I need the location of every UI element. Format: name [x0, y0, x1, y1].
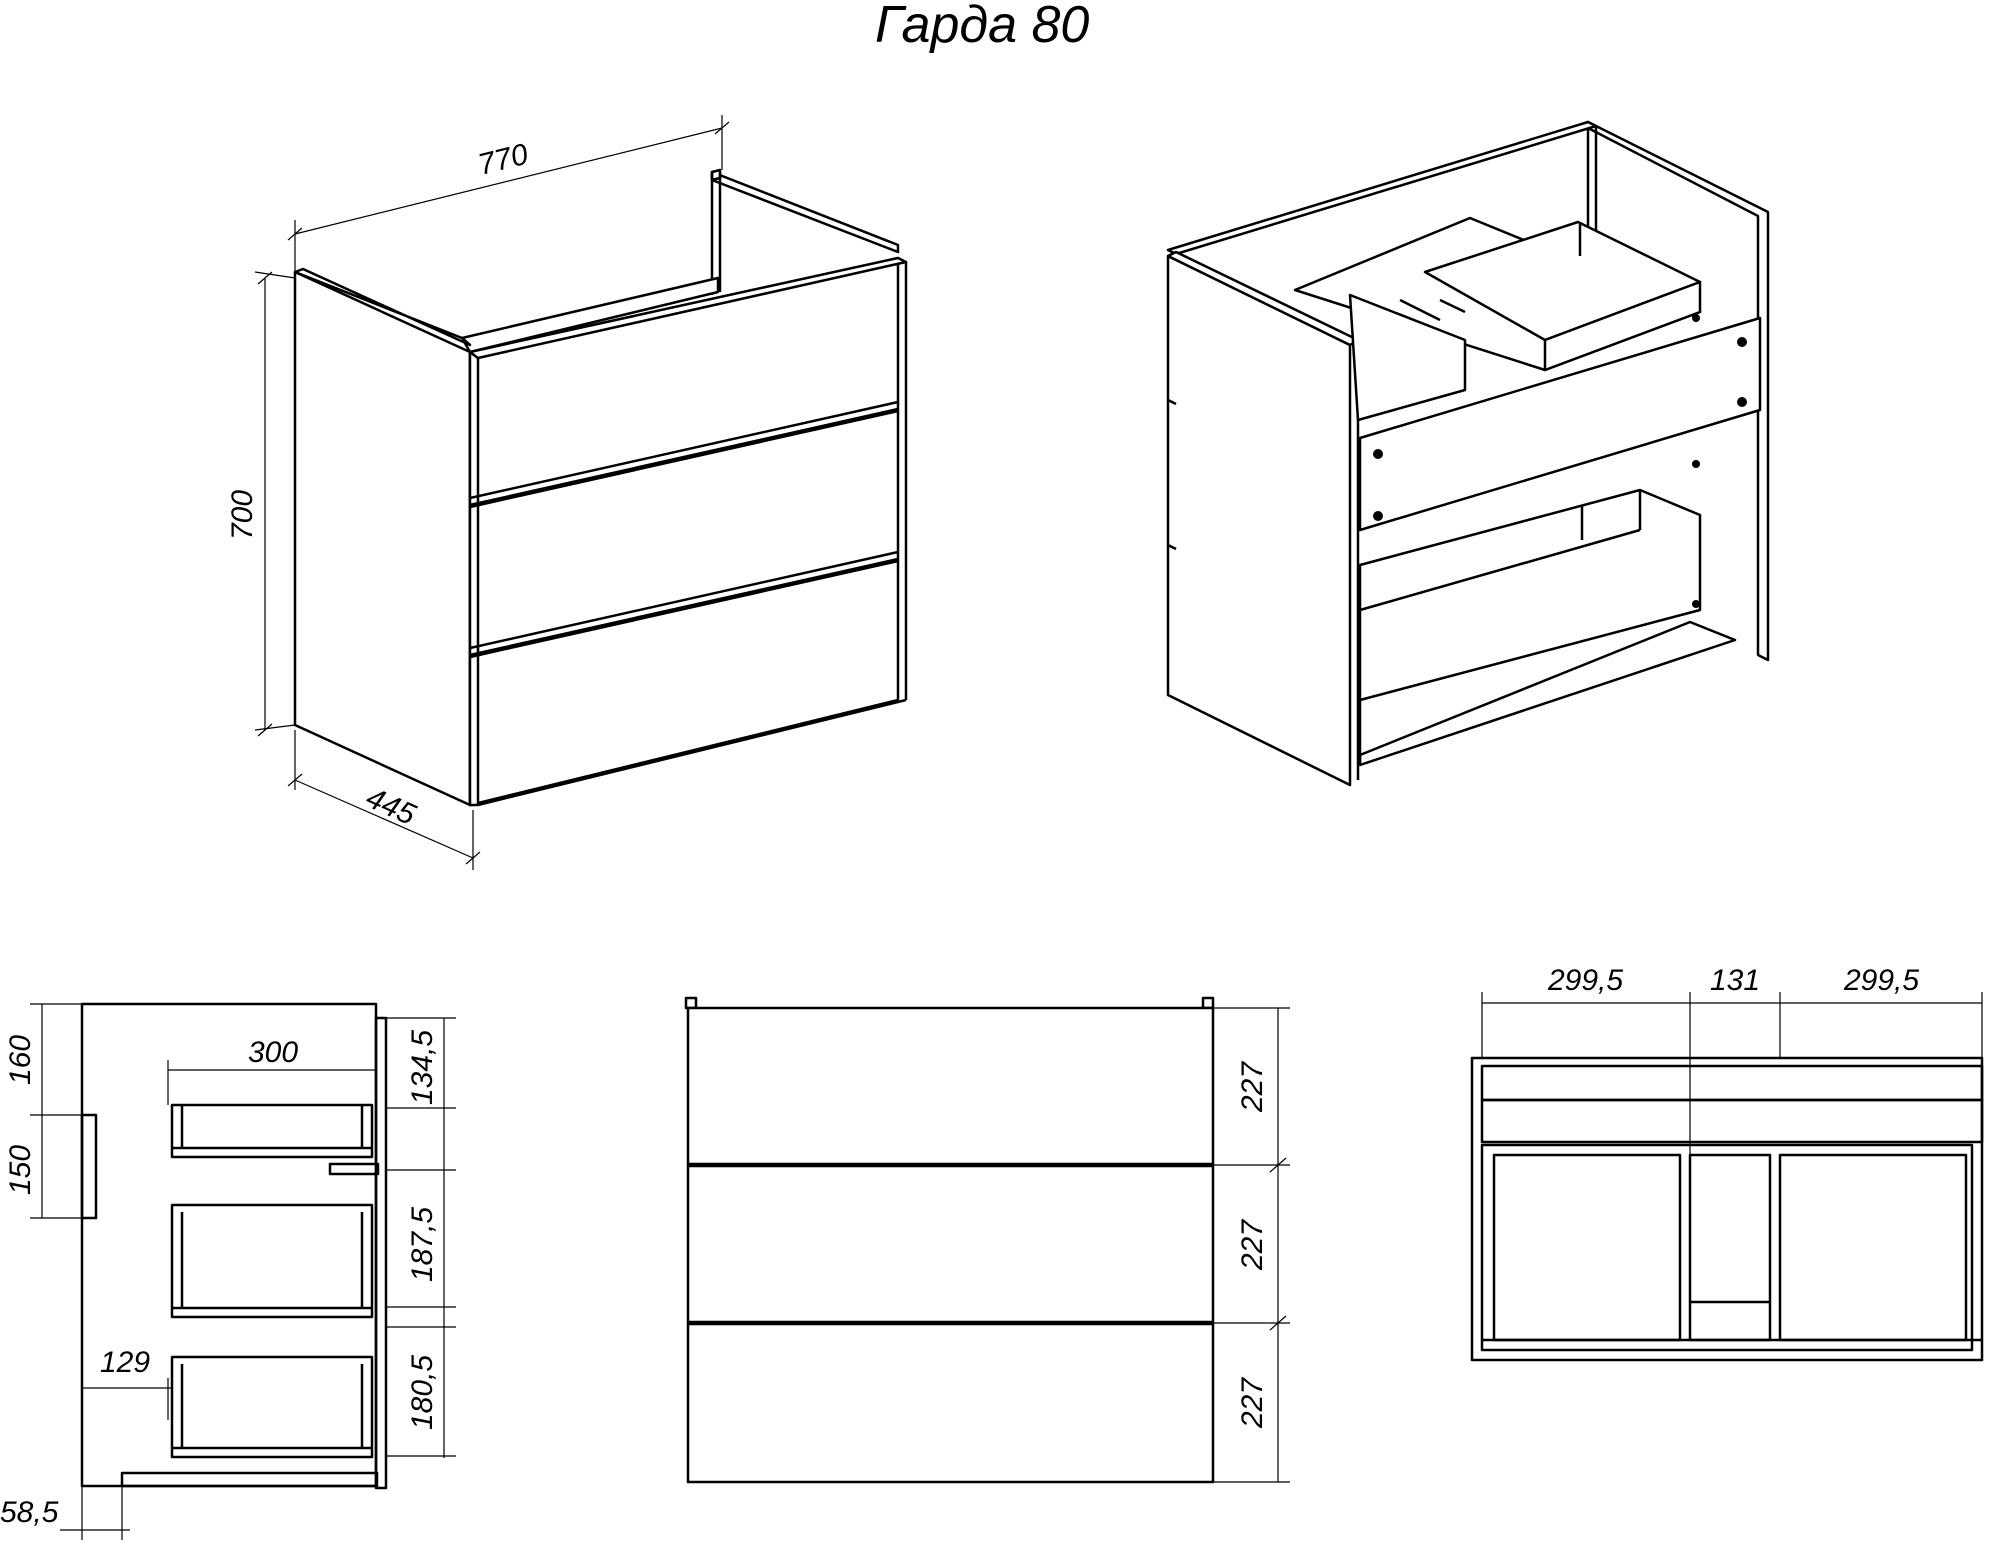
drawer-gap-2 — [469, 557, 899, 659]
side-panel — [293, 270, 472, 807]
lower-drawer-box — [1358, 488, 1702, 702]
front-dim-3-label: 227 — [1236, 1377, 1269, 1429]
back-top-edge — [710, 170, 900, 254]
top-dim-right-label: 299,5 — [1843, 964, 1919, 997]
front-profile — [374, 1016, 388, 1490]
iso-open-view — [1166, 120, 1770, 787]
front-dim-2-label: 227 — [1236, 1219, 1269, 1271]
top-outline — [1470, 1056, 1984, 1362]
dim-line-445 — [294, 779, 474, 859]
dim-line-770 — [294, 127, 723, 235]
left-side-panel — [1166, 254, 1352, 787]
iso-closed-view: 770 700 445 — [226, 115, 908, 870]
drawer-section-3 — [170, 1355, 374, 1459]
dim-445-label: 445 — [361, 781, 420, 832]
upper-drawer-front — [1358, 316, 1762, 532]
drawer-gap-1 — [469, 407, 899, 509]
drawer-section-1 — [170, 1103, 374, 1159]
front-view: 227 227 227 — [684, 996, 1290, 1484]
top-view: 299,5 131 299,5 — [1470, 964, 1984, 1362]
top-rail — [460, 276, 720, 354]
top-dim-middle-label: 131 — [1710, 964, 1760, 997]
dim-700-label: 700 — [226, 490, 259, 540]
dim-129-label: 129 — [100, 1346, 150, 1379]
dim-58-5-label: 58,5 — [0, 1496, 59, 1529]
side-section-view: 300 160 150 134,5 187,5 180,5 129 58,5 — [0, 1002, 456, 1540]
page-title: Гарда 80 — [875, 0, 1089, 54]
dim-180-5-label: 180,5 — [406, 1355, 439, 1430]
dim-134-5-label: 134,5 — [406, 1030, 439, 1105]
dim-187-5-label: 187,5 — [406, 1207, 439, 1282]
drawer-section-2 — [170, 1203, 374, 1319]
dim-300-label: 300 — [248, 1036, 298, 1069]
dim-160-label: 160 — [4, 1035, 37, 1085]
side-outline — [80, 1002, 378, 1488]
front-dim-1-label: 227 — [1236, 1061, 1269, 1113]
dim-150-label: 150 — [4, 1145, 37, 1195]
front-outline — [686, 1006, 1215, 1484]
top-dim-left-label: 299,5 — [1547, 964, 1623, 997]
dim-770-label: 770 — [475, 138, 532, 182]
